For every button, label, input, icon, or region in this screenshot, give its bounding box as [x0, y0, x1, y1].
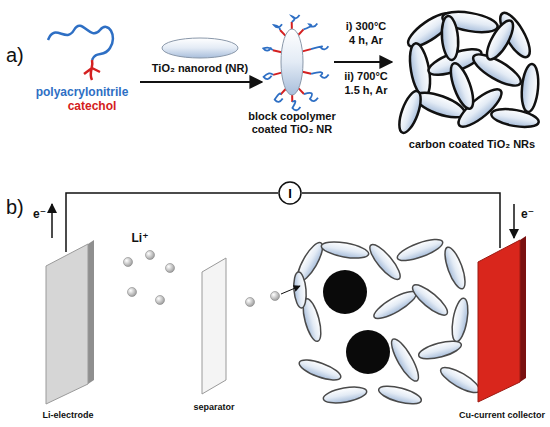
li-ion — [146, 251, 155, 260]
meter-ring — [279, 182, 301, 204]
panel-letter: b) — [6, 196, 24, 219]
polymer-chain — [275, 93, 283, 101]
tio2-rod — [395, 235, 445, 265]
tio2-rod — [437, 363, 482, 397]
part-name: Li-electrode — [42, 410, 93, 420]
tio2-rod — [449, 297, 470, 343]
tio2-rod — [371, 287, 420, 323]
tio2-rod — [322, 384, 368, 405]
polymer-chain — [304, 93, 318, 101]
li-ion — [246, 298, 255, 307]
tio2-rod — [441, 245, 469, 291]
process-condition: 4 h, Ar — [349, 34, 383, 47]
meter-symbol: I — [288, 187, 292, 200]
catechol-anchor — [302, 49, 311, 51]
process-step: ii) 700°C — [344, 70, 388, 83]
collector-side — [520, 236, 526, 382]
process-arrow — [334, 61, 392, 63]
wire — [302, 193, 500, 248]
tio2-rod — [320, 239, 370, 261]
electron-label: e⁻ — [33, 208, 46, 222]
carbon-particle — [346, 330, 390, 374]
process-arrow — [140, 81, 262, 83]
carbon-coated-rod — [482, 17, 518, 63]
material-name: carbon coated TiO₂ NRs — [409, 138, 535, 151]
polymer-chain — [311, 72, 329, 78]
carbon-coated-rod — [395, 89, 425, 136]
carbon-coated-rod — [446, 61, 477, 112]
li-electrode — [46, 244, 88, 404]
tio2-rod — [297, 356, 343, 384]
wire — [66, 193, 278, 252]
polymer-name: polyacrylonitrile — [36, 86, 129, 100]
carbon-coated-rod — [520, 63, 540, 112]
insertion-arrow — [281, 286, 300, 294]
catechol-anchor — [273, 50, 282, 52]
polymer-chain — [311, 46, 328, 49]
electron-arrow — [51, 204, 53, 238]
catechol-anchor — [291, 22, 293, 29]
electron-arrow — [513, 204, 515, 238]
tio2-rod — [292, 272, 307, 309]
carbon-particle — [323, 270, 367, 314]
cu-collector — [478, 240, 520, 402]
tio2-rod — [387, 336, 423, 385]
process-step: i) 300°C — [346, 20, 386, 33]
material-name: block copolymer coated TiO₂ NR — [237, 110, 347, 135]
li-ion — [128, 288, 137, 297]
catechol-anchor — [273, 73, 282, 75]
electrode-mix — [292, 235, 482, 407]
tio2-rod — [365, 241, 404, 284]
tio2-rod — [377, 383, 423, 408]
electron-label: e⁻ — [521, 208, 534, 222]
anchor-name: catechol — [68, 100, 117, 114]
tio2-rod — [409, 280, 452, 319]
polymer-chain — [264, 73, 273, 79]
carbon-coated-cluster — [395, 8, 540, 136]
catechol-anchor — [299, 88, 304, 94]
li-ion — [166, 264, 175, 273]
separator — [202, 258, 226, 394]
polymer-chain — [304, 23, 318, 29]
nanorod — [281, 29, 303, 95]
coated-nanorod — [263, 15, 328, 110]
polymer-chain — [292, 15, 300, 22]
li-ion — [271, 292, 280, 301]
electrode-side — [88, 240, 94, 384]
nanorod — [162, 38, 238, 58]
catechol-anchor — [280, 30, 285, 36]
tio2-rod — [417, 338, 463, 363]
ion-label: Li⁺ — [132, 232, 149, 246]
li-ion — [156, 296, 165, 305]
catechol-anchor — [303, 72, 312, 74]
polymer-chain — [263, 47, 273, 50]
carbon-coated-rod — [490, 106, 540, 130]
polymer-chain — [292, 101, 300, 110]
li-ion — [124, 258, 133, 267]
part-name: separator — [193, 402, 234, 412]
li-ions — [124, 251, 301, 307]
part-name: Cu-current collector — [459, 410, 545, 420]
carbon-coated-rod — [440, 15, 460, 60]
panel-letter: a) — [6, 44, 24, 67]
catechol-group — [84, 60, 100, 80]
material-name: TiO₂ nanorod (NR) — [152, 62, 248, 75]
process-condition: 1.5 h, Ar — [345, 84, 388, 97]
polymer-chain — [274, 24, 282, 30]
polymer-chain — [48, 26, 113, 60]
meter-circle: I — [278, 181, 302, 205]
catechol-anchor — [298, 29, 303, 35]
